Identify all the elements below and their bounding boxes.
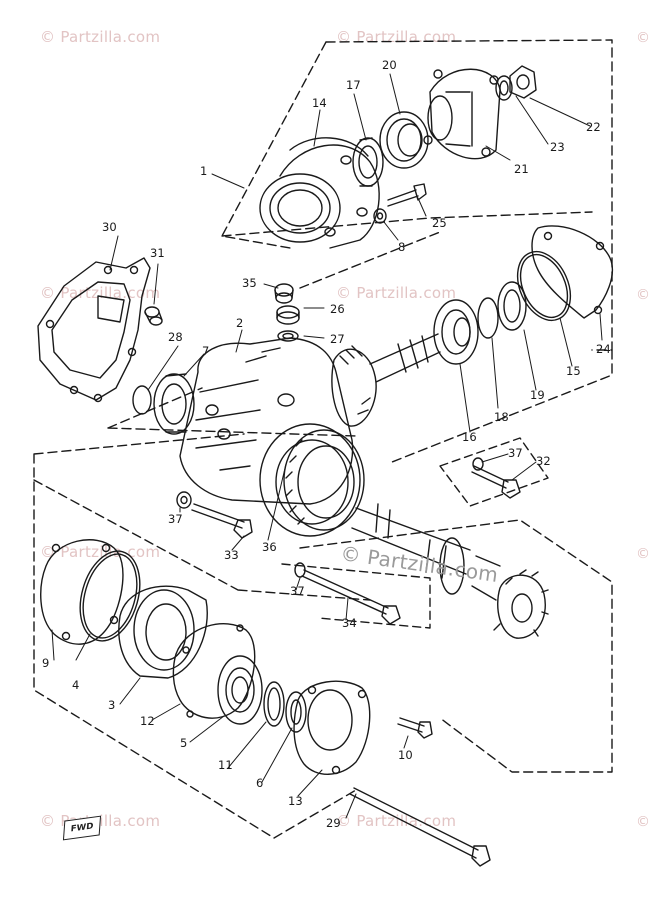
drive-shaft [351, 503, 549, 639]
race-19 [497, 281, 527, 331]
callout-5: 5 [180, 736, 188, 750]
outline-right-seal-group [221, 211, 613, 463]
callout-27: 27 [330, 332, 345, 346]
bolt-29 [349, 787, 491, 867]
callout-37-lower: 37 [290, 584, 305, 598]
callout-26: 26 [330, 302, 345, 316]
callout-15: 15 [566, 364, 581, 378]
callout-32: 32 [536, 454, 551, 468]
shim-18 [477, 297, 499, 339]
outline-bolt-34 [281, 563, 431, 629]
ring-gear-36 [283, 429, 365, 531]
outline-upper-group [221, 39, 613, 351]
callout-11: 11 [218, 758, 233, 772]
watermark: © Partzilla.com [336, 284, 457, 302]
callout-22: 22 [586, 120, 601, 134]
callout-31: 31 [150, 246, 165, 260]
callout-25: 25 [432, 216, 447, 230]
bearing-16 [433, 299, 479, 365]
cover-13 [293, 680, 371, 775]
outline-lower-cover [33, 479, 371, 601]
o-ring-28 [132, 385, 152, 415]
callout-19: 19 [530, 388, 545, 402]
callout-33: 33 [224, 548, 239, 562]
callout-13: 13 [288, 794, 303, 808]
callout-23: 23 [550, 140, 565, 154]
gasket-12 [172, 623, 256, 719]
callout-16: 16 [462, 430, 477, 444]
callout-6: 6 [256, 776, 264, 790]
washer-27 [277, 330, 299, 342]
callout-4: 4 [72, 678, 80, 692]
bearing-17 [352, 137, 384, 187]
o-ring-4 [79, 550, 141, 642]
washer-6 [285, 691, 307, 733]
watermark: © [636, 287, 651, 303]
plug-26 [276, 305, 300, 325]
bolt-32 [471, 465, 521, 499]
watermark: © Partzilla.com [336, 812, 457, 830]
watermark: © [636, 30, 651, 46]
callout-37-upper: 37 [508, 446, 523, 460]
gasket-9 [40, 539, 124, 645]
callout-9: 9 [42, 656, 50, 670]
bearing-7 [153, 373, 195, 435]
callout-30: 30 [102, 220, 117, 234]
pinion-gear [331, 333, 441, 427]
hub-housing-14 [259, 137, 380, 249]
bolt-25 [387, 183, 427, 207]
callout-18: 18 [494, 410, 509, 424]
dowel-31 [144, 306, 163, 326]
leader-lines [51, 73, 603, 819]
gasket-30 [37, 257, 151, 403]
washer-37-left [176, 491, 192, 509]
outline-gear-group [107, 231, 441, 437]
callout-28: 28 [168, 330, 183, 344]
callout-21: 21 [514, 162, 529, 176]
watermark: © [636, 546, 651, 562]
ring-11 [263, 681, 285, 727]
flange-21 [423, 68, 501, 160]
outline-shaft-group [33, 433, 613, 839]
washer-23 [495, 75, 513, 101]
callout-37-left: 37 [168, 512, 183, 526]
oil-seal-20 [379, 111, 429, 169]
washer-37-lower [294, 562, 306, 578]
plug-35 [274, 283, 294, 304]
cover-3 [118, 585, 208, 679]
callout-17: 17 [346, 78, 361, 92]
callout-8: 8 [398, 240, 406, 254]
gasket-24 [531, 225, 614, 319]
callout-20: 20 [382, 58, 397, 72]
callout-36: 36 [262, 540, 277, 554]
bolt-33 [191, 503, 253, 539]
nut-22 [509, 65, 537, 99]
callout-10: 10 [398, 748, 413, 762]
washer-37-upper [472, 457, 484, 471]
bolt-10 [397, 717, 433, 739]
callout-29: 29 [326, 816, 341, 830]
watermark: © [636, 814, 651, 830]
callout-12: 12 [140, 714, 155, 728]
gear-case-2 [179, 337, 361, 537]
callout-34: 34 [342, 616, 357, 630]
callout-3: 3 [108, 698, 116, 712]
callout-7: 7 [202, 344, 210, 358]
callout-14: 14 [312, 96, 327, 110]
callout-1: 1 [200, 164, 208, 178]
callout-35: 35 [242, 276, 257, 290]
callout-2: 2 [236, 316, 244, 330]
bearing-5 [217, 655, 263, 725]
outline-bolt-32 [439, 437, 549, 507]
watermark: © Partzilla.com [40, 284, 161, 302]
bolt-34 [301, 569, 401, 625]
watermark: © Partzilla.com [40, 28, 161, 46]
callout-24: 24 [596, 342, 611, 356]
washer-8 [373, 208, 387, 224]
